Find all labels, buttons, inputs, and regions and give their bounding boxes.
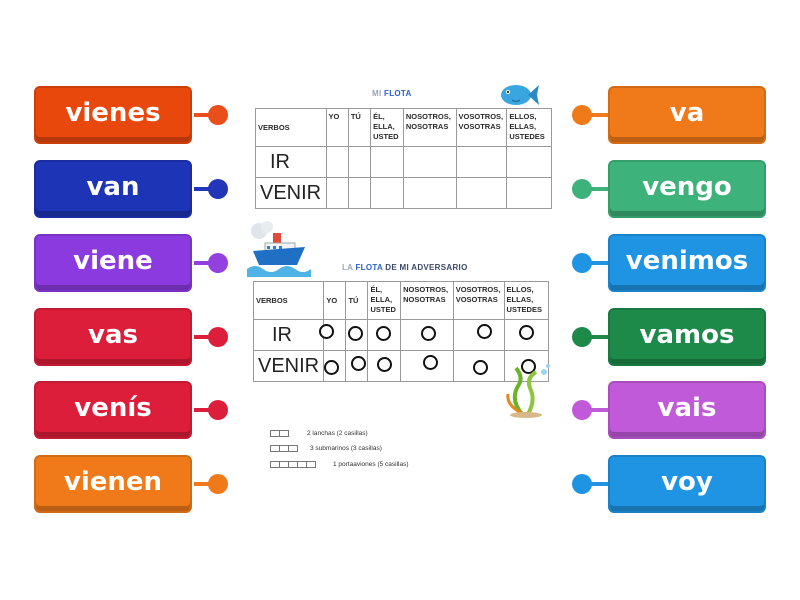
header-el: ÉL, ELLA, USTED: [367, 281, 402, 320]
shot-marker: [324, 360, 339, 375]
right-tile-4[interactable]: vais: [608, 381, 766, 439]
header-ellos: ELLOS, ELLAS, USTEDES: [503, 281, 550, 320]
header-verbos: VERBOS: [255, 108, 327, 147]
row-label-venir: VENIR: [255, 177, 327, 209]
connector-line: [194, 113, 216, 117]
connector-line: [586, 261, 608, 265]
header-vosotros: VOSOTROS, VOSOTRAS: [452, 281, 505, 320]
connector-dot[interactable]: [572, 179, 592, 199]
shot-marker: [319, 324, 334, 339]
connector-dot[interactable]: [572, 253, 592, 273]
seaweed-icon: [506, 364, 550, 418]
legend-boxes-5: [270, 461, 316, 468]
connector-line: [194, 335, 216, 339]
connector-line: [586, 335, 608, 339]
connector-dot[interactable]: [208, 105, 228, 125]
row-label-ir: IR: [252, 319, 325, 351]
connector-line: [194, 261, 216, 265]
shot-marker: [421, 326, 436, 341]
my-fleet-table: VERBOS YO TÚ ÉL, ELLA, USTED NOSOTROS, N…: [255, 108, 552, 209]
legend-item: 3 submarinos (3 casillas): [310, 445, 382, 452]
header-nosotros: NOSOTROS, NOSOTRAS: [402, 108, 457, 147]
tile-label: vais: [657, 393, 717, 423]
adversary-fleet-title: LA FLOTA DE MI ADVERSARIO: [342, 263, 468, 272]
left-tile-5[interactable]: vienen: [34, 455, 192, 513]
connector-line: [194, 408, 216, 412]
connector-dot[interactable]: [208, 179, 228, 199]
shot-marker: [477, 324, 492, 339]
header-ellos: ELLOS, ELLAS, USTEDES: [506, 108, 552, 147]
left-tile-3[interactable]: vas: [34, 308, 192, 366]
connector-line: [586, 187, 608, 191]
connector-line: [586, 113, 608, 117]
legend-boxes-3: [270, 445, 298, 452]
legend-boxes-2: [270, 430, 289, 437]
connector-dot[interactable]: [208, 327, 228, 347]
tile-label: vienen: [63, 467, 163, 497]
connector-dot[interactable]: [572, 327, 592, 347]
adversary-fleet-table: VERBOS YO TÚ ÉL, ELLA, USTED NOSOTROS, N…: [252, 281, 550, 382]
tile-label: vamos: [639, 320, 735, 350]
connector-dot[interactable]: [208, 253, 228, 273]
connector-dot[interactable]: [572, 474, 592, 494]
header-yo: YO: [325, 108, 349, 147]
connector-line: [194, 187, 216, 191]
header-nosotros: NOSOTROS, NOSOTRAS: [400, 281, 454, 320]
tile-label: va: [669, 98, 705, 128]
left-tile-2[interactable]: viene: [34, 234, 192, 292]
fish-icon: [501, 85, 539, 105]
worksheet-image: MI FLOTA VERBOS YO TÚ ÉL, ELLA, USTED NO…: [240, 78, 560, 478]
connector-dot[interactable]: [572, 105, 592, 125]
header-vosotros: VOSOTROS, VOSOTRAS: [455, 108, 508, 147]
connector-dot[interactable]: [208, 474, 228, 494]
connector-line: [586, 408, 608, 412]
right-tile-5[interactable]: voy: [608, 455, 766, 513]
shot-marker: [376, 326, 391, 341]
shot-marker: [348, 326, 363, 341]
connector-line: [194, 482, 216, 486]
legend-item: 1 portaaviones (5 casillas): [333, 461, 409, 468]
my-fleet-title: MI FLOTA: [372, 89, 412, 98]
shot-marker: [473, 360, 488, 375]
connector-dot[interactable]: [208, 400, 228, 420]
tile-label: voy: [661, 467, 713, 497]
header-el: ÉL, ELLA, USTED: [370, 108, 404, 147]
right-tile-1[interactable]: vengo: [608, 160, 766, 218]
header-yo: YO: [323, 281, 347, 320]
row-label-ir: IR: [255, 146, 327, 178]
connector-dot[interactable]: [572, 400, 592, 420]
shot-marker: [521, 359, 536, 374]
shot-marker: [519, 325, 534, 340]
left-tile-0[interactable]: vienes: [34, 86, 192, 144]
shot-marker: [377, 357, 392, 372]
tile-label: venís: [74, 393, 152, 423]
tile-label: vengo: [642, 172, 732, 202]
shot-marker: [423, 355, 438, 370]
tile-label: viene: [73, 246, 153, 276]
shot-marker: [351, 356, 366, 371]
right-tile-2[interactable]: venimos: [608, 234, 766, 292]
row-label-venir: VENIR: [252, 350, 325, 382]
left-tile-4[interactable]: venís: [34, 381, 192, 439]
tile-label: vienes: [65, 98, 161, 128]
right-tile-3[interactable]: vamos: [608, 308, 766, 366]
tile-label: vas: [88, 320, 138, 350]
tile-label: van: [86, 172, 140, 202]
header-tu: TÚ: [345, 281, 369, 320]
left-tile-1[interactable]: van: [34, 160, 192, 218]
right-tile-0[interactable]: va: [608, 86, 766, 144]
header-tu: TÚ: [347, 108, 372, 147]
connector-line: [586, 482, 608, 486]
legend-item: 2 lanchas (2 casillas): [307, 430, 368, 437]
ship-icon: [247, 221, 311, 277]
tile-label: venimos: [625, 246, 749, 276]
header-verbos: VERBOS: [252, 281, 325, 320]
